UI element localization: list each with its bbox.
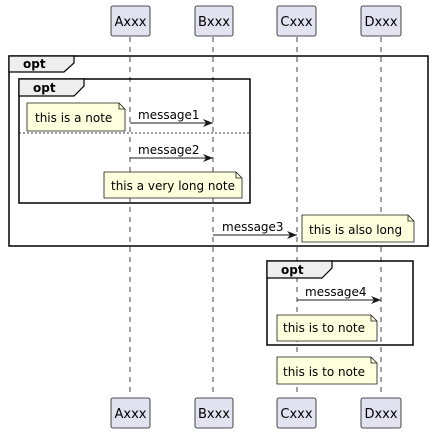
message-4: message4 bbox=[297, 285, 381, 304]
participant-label: Bxxx bbox=[198, 15, 230, 30]
messages: message1 message2 message3 message4 bbox=[130, 108, 381, 304]
message-3: message3 bbox=[213, 220, 297, 239]
message-label: message2 bbox=[138, 143, 200, 157]
note-3: this is also long bbox=[301, 214, 415, 243]
participants-bottom: Axxx Bxxx Cxxx Dxxx bbox=[110, 397, 402, 429]
note-text: this a very long note bbox=[111, 179, 235, 193]
message-2: message2 bbox=[130, 143, 213, 162]
participant-label: Bxxx bbox=[198, 407, 230, 422]
participant-cxxx-top: Cxxx bbox=[276, 5, 317, 37]
notes: this is a note this a very long note thi… bbox=[26, 102, 415, 385]
participant-bxxx-bottom: Bxxx bbox=[194, 397, 234, 429]
note-text: this is to note bbox=[283, 321, 365, 335]
participant-axxx-bottom: Axxx bbox=[110, 397, 151, 429]
participant-label: Axxx bbox=[115, 15, 147, 30]
message-label: message4 bbox=[305, 285, 367, 299]
participant-label: Axxx bbox=[115, 407, 147, 422]
frame-label: opt bbox=[23, 57, 46, 71]
note-5: this is to note bbox=[276, 356, 378, 385]
message-label: message3 bbox=[222, 220, 284, 234]
participant-dxxx-top: Dxxx bbox=[360, 5, 402, 37]
participant-cxxx-bottom: Cxxx bbox=[276, 397, 317, 429]
participant-axxx-top: Axxx bbox=[110, 5, 151, 37]
note-1: this is a note bbox=[26, 102, 126, 132]
message-label: message1 bbox=[138, 108, 200, 122]
message-1: message1 bbox=[130, 108, 213, 127]
participant-label: Dxxx bbox=[364, 15, 397, 30]
participant-label: Dxxx bbox=[364, 407, 397, 422]
opt-frame-lower: opt bbox=[266, 260, 414, 346]
note-2: this a very long note bbox=[103, 171, 243, 199]
note-text: this is to note bbox=[283, 365, 365, 379]
participant-dxxx-bottom: Dxxx bbox=[360, 397, 402, 429]
note-text: this is a note bbox=[35, 111, 112, 125]
participant-label: Cxxx bbox=[280, 15, 312, 30]
frame-label: opt bbox=[281, 263, 304, 277]
frame-label: opt bbox=[33, 81, 56, 95]
opt-frame-outer: opt bbox=[8, 55, 429, 247]
participants-top: Axxx Bxxx Cxxx Dxxx bbox=[110, 5, 402, 37]
note-text: this is also long bbox=[309, 223, 402, 237]
note-4: this is to note bbox=[276, 314, 378, 342]
opt-frame-inner: opt bbox=[18, 78, 251, 204]
participant-bxxx-top: Bxxx bbox=[194, 5, 234, 37]
participant-label: Cxxx bbox=[280, 407, 312, 422]
